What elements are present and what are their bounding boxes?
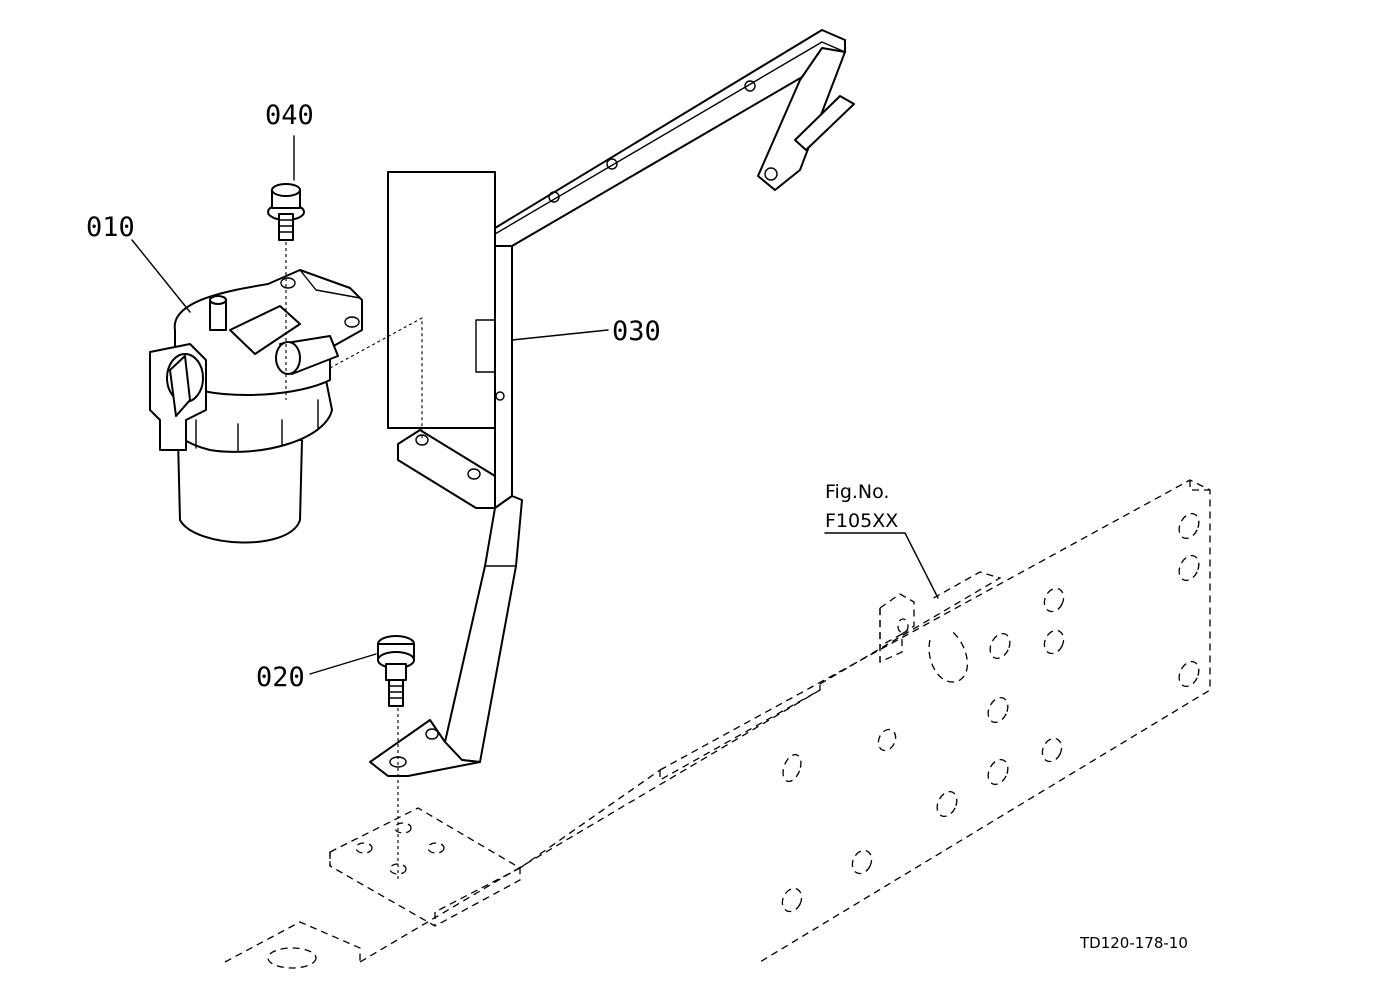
callout-020: 020 [256,662,305,693]
leader-lines [131,135,939,675]
bolt-020 [377,635,415,707]
bolt-040 [267,183,305,241]
assembly-lines [285,242,423,880]
frame-rail [224,479,1211,969]
drawing-code: TD120-178-10 [1079,934,1188,952]
frame-clip [879,593,969,683]
callout-040: 040 [265,100,314,131]
callout-030: 030 [612,316,661,347]
figure-reference-line1: Fig.No. [825,481,889,503]
figure-reference-line2: F105XX [825,510,898,532]
callout-010: 010 [86,212,135,243]
bracket-030 [369,29,855,777]
fuel-filter-010 [149,269,363,544]
